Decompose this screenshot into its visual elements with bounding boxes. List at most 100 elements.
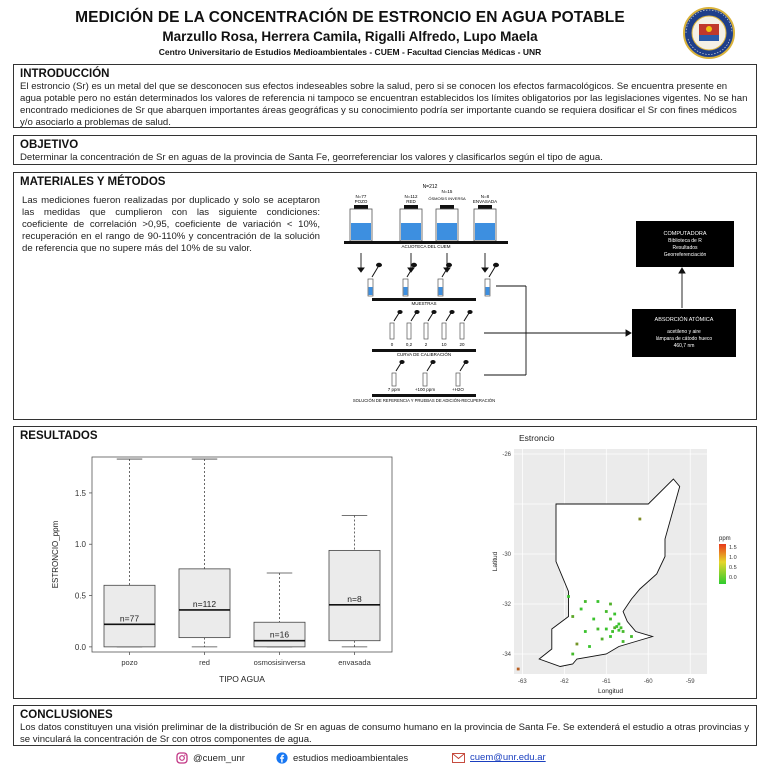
calib-value: 0,2 [406, 342, 413, 347]
map-point [630, 635, 633, 638]
label-bar [344, 241, 508, 244]
map-point [619, 626, 623, 630]
calib-value: 10 [441, 342, 447, 347]
y-tick-label: 0.0 [75, 643, 87, 652]
ref-value: +H2O [452, 387, 464, 392]
computer-box [636, 221, 734, 267]
introduction-heading: INTRODUCCIÓN [20, 68, 110, 80]
map-point [613, 626, 617, 630]
poster-header: MEDICIÓN DE LA CONCENTRACIÓN DE ESTRONCI… [0, 0, 768, 62]
calibration-label: CURVA DE CALIBRACIÓN [397, 351, 451, 357]
bottle-water [401, 223, 421, 240]
map-point [596, 627, 600, 631]
legend-tick-label: 1.0 [729, 555, 737, 561]
map-point [621, 640, 625, 643]
legend-tick-label: 0.5 [729, 565, 737, 571]
ref-value: 7 ppm [388, 387, 401, 392]
map-point [579, 607, 583, 611]
x-tick-label: red [199, 658, 210, 667]
aas-box-line: ABSORCIÓN ATÓMICA [655, 316, 714, 323]
bottle-cap [404, 205, 418, 209]
map-point [583, 630, 587, 633]
connector-lines [484, 267, 686, 376]
map-point [588, 645, 591, 648]
email-contact[interactable]: cuem@unr.edu.ar [452, 752, 546, 763]
calib-value: 0 [391, 342, 394, 347]
bottle-cap [478, 205, 492, 209]
methods-heading: MATERIALES Y MÉTODOS [20, 176, 166, 188]
y-tick-label: 1.5 [75, 489, 87, 498]
objective-text: Determinar la concentración de Sr en agu… [20, 152, 603, 163]
box-iqr [103, 584, 156, 648]
acuoteca-label: ACUOTECA DEL CUEM [401, 244, 450, 249]
calibration-tubes: 0 0,2 2 10 20 [389, 310, 473, 347]
map-point [567, 595, 570, 598]
box-n-label: n=8 [347, 594, 362, 604]
legend-title: ppm [719, 536, 731, 542]
map-point [516, 667, 520, 671]
reference-label: SOLUCIÓN DE REFERENCIA Y PRUEBAS DE ADIC… [353, 398, 495, 403]
y-axis-label: Latitud [492, 551, 499, 571]
box-iqr [253, 621, 306, 648]
strontium-map-chart: Estroncio-63-62-61-60-59-26-30-32-34Long… [492, 433, 737, 695]
bottle-group-osmosis: N=15 ÓSMOSIS INVERSA [428, 189, 466, 242]
bottle-water [475, 223, 495, 240]
y-tick-label: 0.5 [75, 592, 87, 601]
arrows-row [357, 253, 489, 273]
poster-authors: Marzullo Rosa, Herrera Camila, Rigalli A… [162, 29, 538, 44]
y-tick-label: -32 [502, 602, 511, 608]
conclusions-heading: CONCLUSIONES [20, 709, 113, 721]
instagram-handle: @cuem_unr [193, 752, 245, 764]
label-bar [372, 394, 476, 397]
email-icon [452, 752, 465, 763]
aas-box-line: 460,7 nm [674, 343, 695, 349]
instagram-contact[interactable]: @cuem_unr [176, 752, 245, 764]
map-point [609, 617, 612, 621]
x-tick-label: pozo [121, 658, 137, 667]
box-n-label: n=112 [193, 599, 217, 609]
facebook-icon [276, 752, 288, 764]
map-point [621, 630, 625, 633]
map-point [638, 517, 642, 521]
poster-title: MEDICIÓN DE LA CONCENTRACIÓN DE ESTRONCI… [75, 9, 625, 26]
poster-affiliation: Centro Universitario de Estudios Medioam… [158, 47, 542, 57]
y-tick-label: -30 [502, 552, 511, 558]
map-point [583, 600, 587, 603]
box-red: n=112 [178, 458, 231, 648]
instagram-icon [176, 752, 188, 764]
province-outline [538, 478, 681, 667]
facebook-contact[interactable]: estudios medioambientales [276, 752, 408, 764]
label-bar [372, 298, 476, 301]
x-tick-label: -62 [560, 679, 569, 685]
conclusions-text: Los datos constituyen una visión prelimi… [20, 722, 750, 745]
box-n-label: n=16 [270, 630, 289, 640]
bottle-cap [440, 205, 454, 209]
bottle-group-envasada: N=8 ENVASADA [473, 194, 497, 242]
bottle-water [351, 223, 371, 240]
x-tick-label: -63 [518, 679, 527, 685]
bottle-n: N=15 [442, 189, 453, 194]
bottle-n: N=8 [481, 194, 490, 199]
results-heading: RESULTADOS [20, 430, 98, 442]
email-link[interactable]: cuem@unr.edu.ar [470, 752, 546, 763]
atomic-absorption-box [632, 309, 736, 357]
computer-box-line: Georreferenciación [664, 252, 707, 258]
map-point [617, 628, 621, 632]
map-point [609, 602, 612, 606]
box-iqr [328, 549, 381, 642]
bottle-label: RED [406, 199, 416, 204]
calib-value: 2 [425, 342, 428, 347]
objective-section: OBJETIVO Determinar la concentración de … [13, 135, 757, 165]
ref-value: +100 ppm [415, 387, 435, 392]
bottle-group-pozo: N=77 POZO [349, 194, 373, 242]
map-point [611, 630, 614, 633]
box-osmosisinversa: n=16 [253, 572, 306, 648]
sample-tubes [367, 262, 499, 297]
introduction-text: El estroncio (Sr) es un metal del que se… [20, 81, 748, 128]
legend-tick-label: 0.0 [729, 575, 737, 581]
diagram-total: N=212 [423, 184, 438, 190]
bottle-n: N=77 [356, 194, 367, 199]
x-tick-label: -59 [686, 679, 695, 685]
conclusions-section: CONCLUSIONES Los datos constituyen una v… [13, 705, 757, 746]
